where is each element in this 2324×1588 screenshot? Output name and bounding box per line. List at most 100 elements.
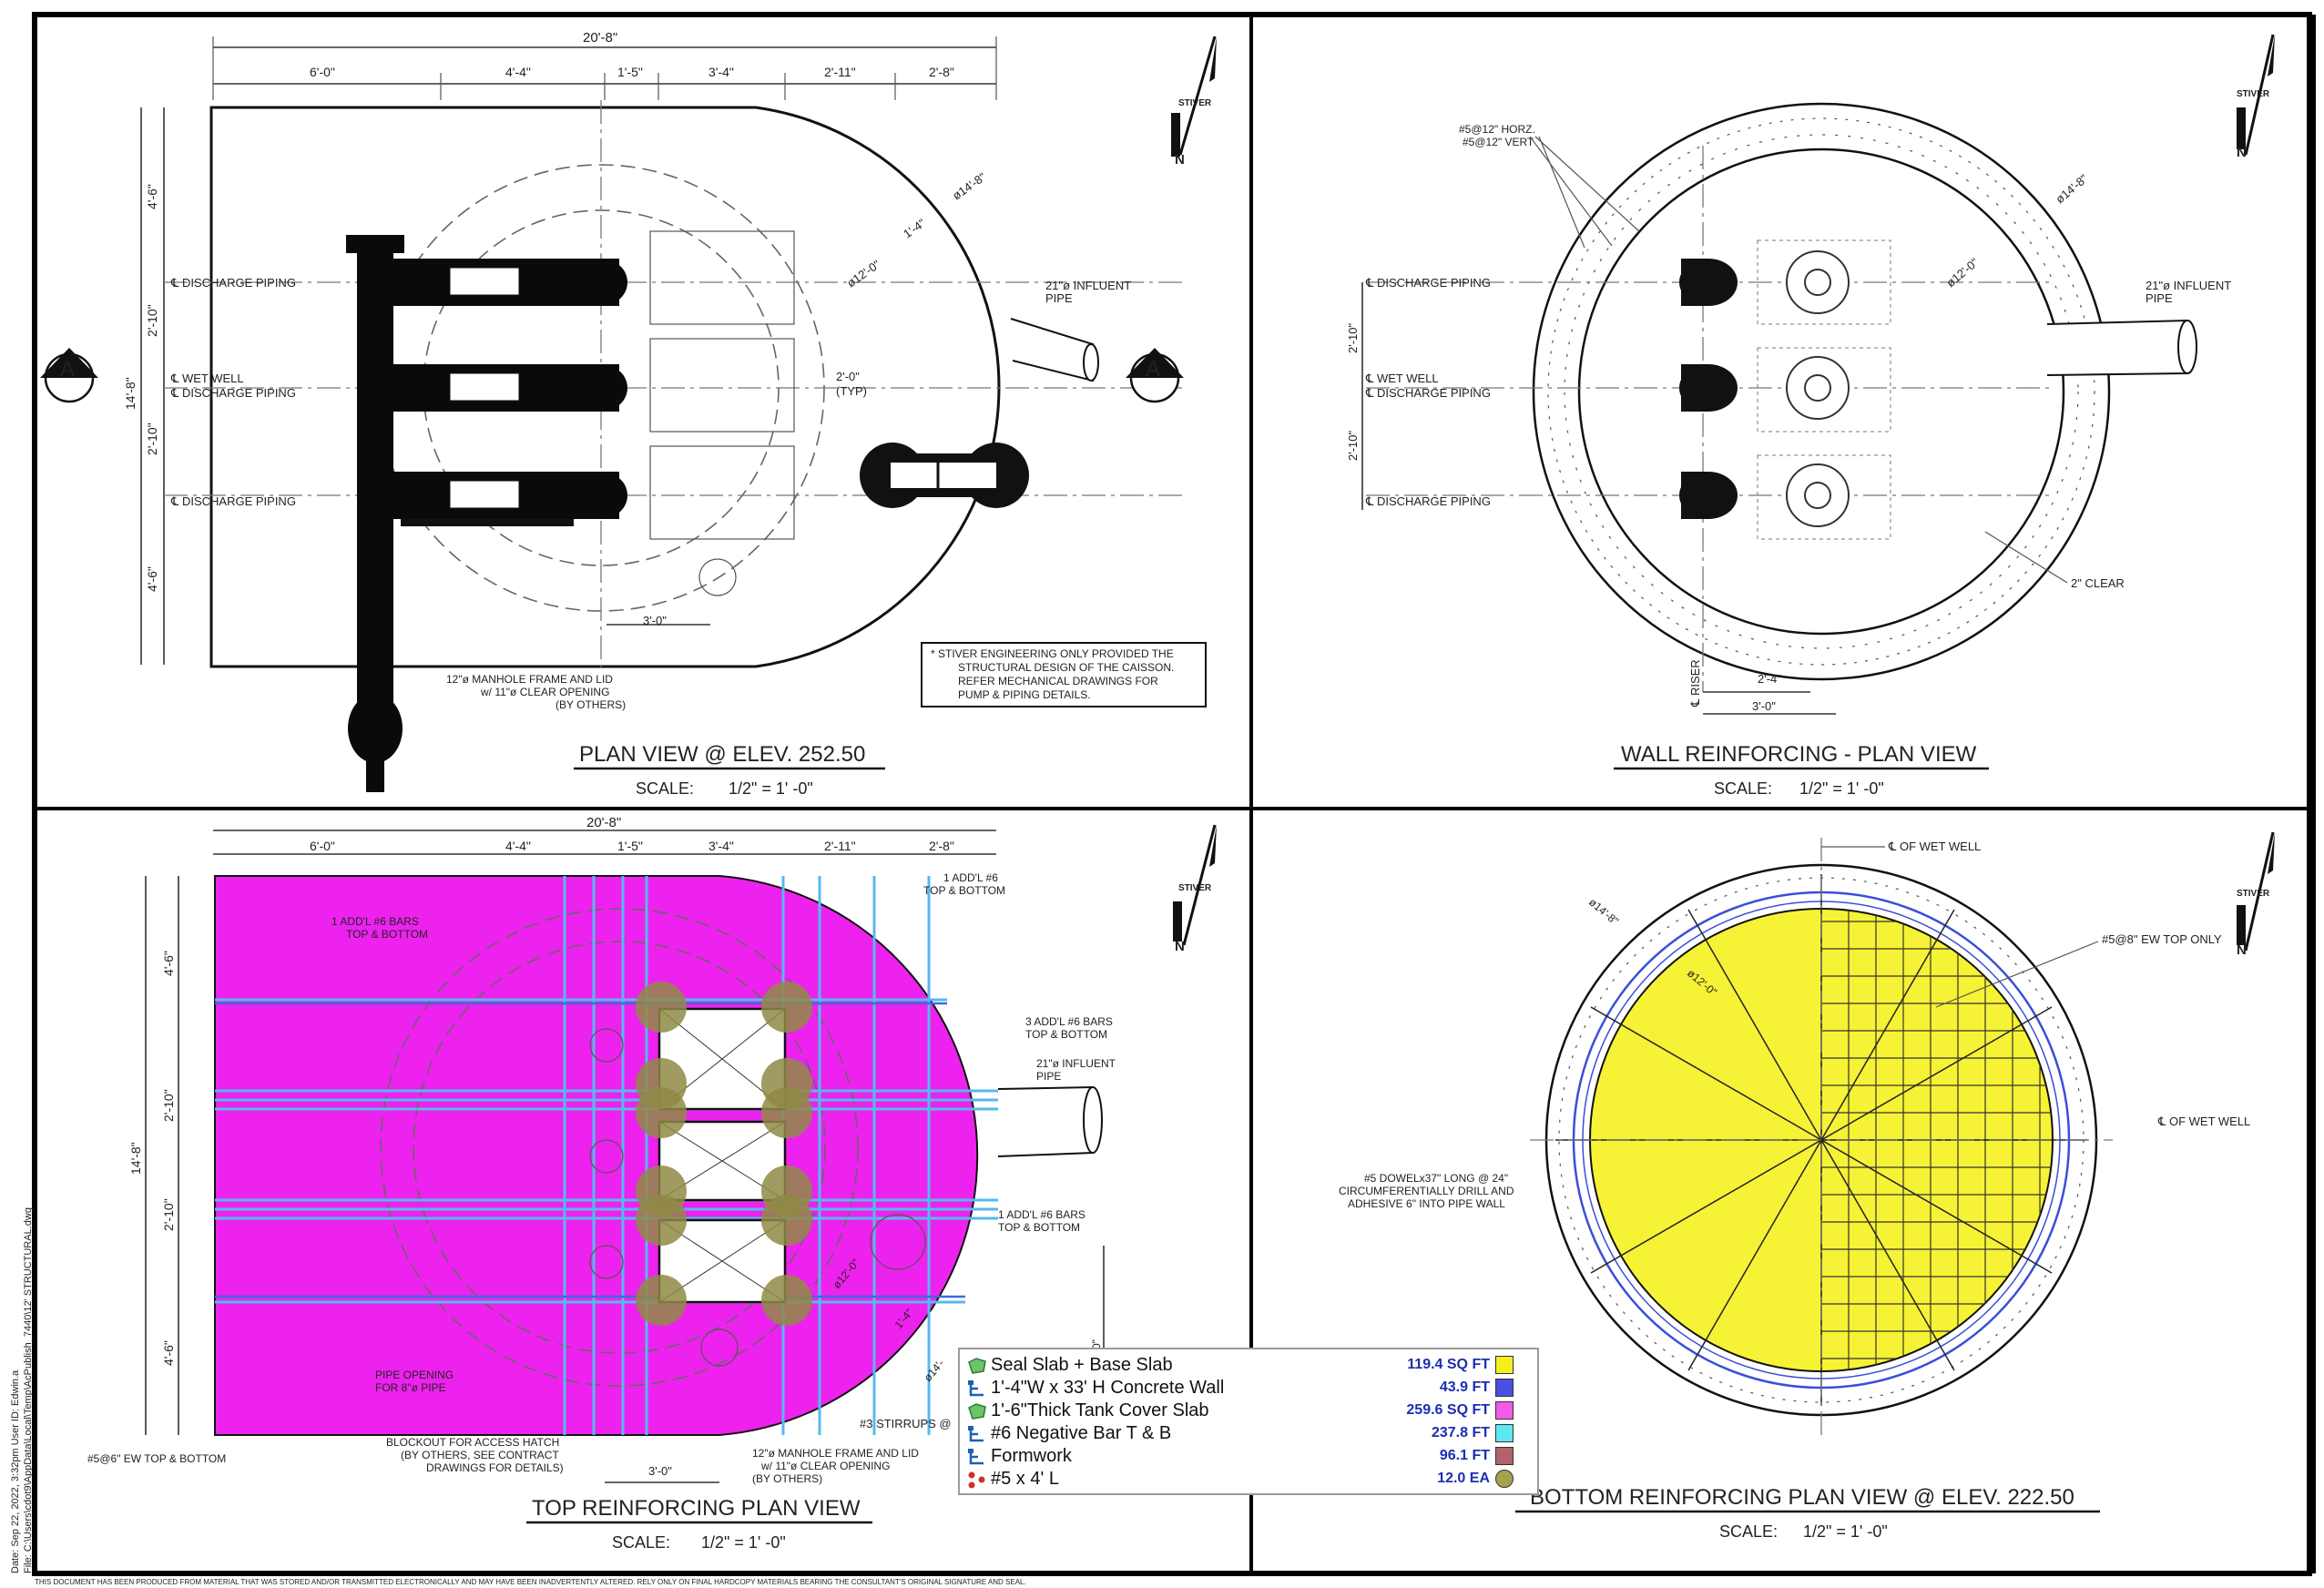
top-dim-5: 2'-11" (824, 65, 856, 79)
addl-3b: TOP & BOTTOM (1025, 1028, 1107, 1041)
bottom-reinforcing-panel: ℄ OF WET WELL ℄ OF WET WELL ø14'-8" ø12'… (1339, 831, 2275, 1541)
dowel-1: #5 DOWELx37" LONG @ 24" (1364, 1172, 1508, 1185)
legend-quantity: 12.0 EA (1437, 1471, 1490, 1486)
top-manhole-2: w/ 11"ø CLEAR OPENING (760, 1460, 890, 1472)
top-influent-2: PIPE (1036, 1070, 1061, 1083)
overall-dim: 20'-8" (583, 30, 617, 46)
legend-item-negative-bar[interactable]: #6 Negative Bar T & B 237.8 FT (960, 1423, 1537, 1446)
addl-4b: TOP & BOTTOM (998, 1221, 1080, 1234)
legend-label: 1'-6"Thick Tank Cover Slab (991, 1400, 1209, 1420)
bottom-title: BOTTOM REINFORCING PLAN VIEW @ ELEV. 222… (1530, 1485, 2074, 1510)
legend-item-5x4[interactable]: #5 x 4' L 12.0 EA (960, 1469, 1537, 1491)
legend-item-seal-slab[interactable]: Seal Slab + Base Slab 119.4 SQ FT (960, 1355, 1537, 1378)
pipe-opening-2: FOR 8"ø PIPE (375, 1381, 446, 1394)
north-letter-2: N (2237, 145, 2247, 160)
bottom-cl-top: ℄ OF WET WELL (1888, 840, 1981, 853)
bottom-ew-top: #5@8" EW TOP ONLY (2102, 932, 2222, 946)
north-brand-4: STIVER (2237, 889, 2270, 899)
legend-quantity: 119.4 SQ FT (1407, 1357, 1490, 1372)
north-letter-3: N (1175, 939, 1185, 954)
wall-wet-well: ℄ WET WELL (1365, 372, 1439, 385)
legend-item-concrete-wall[interactable]: 1'-4"W x 33' H Concrete Wall 43.9 FT (960, 1378, 1537, 1400)
manhole-2: w/ 11"ø CLEAR OPENING (480, 686, 609, 698)
area-icon (967, 1357, 987, 1375)
plan-view-title: PLAN VIEW @ ELEV. 252.50 (579, 742, 865, 767)
footer-date: Date: Sep 22, 2022, 3:32pm User ID: Edwi… (10, 1369, 21, 1573)
wall-scale-label: SCALE: (1714, 779, 1772, 798)
legend-swatch (1495, 1401, 1514, 1420)
legend-label: #5 x 4' L (991, 1469, 1059, 1489)
section-letter-right: A (1146, 357, 1160, 382)
note-box (921, 642, 1207, 707)
linear-icon (967, 1425, 987, 1443)
note-line-1: * STIVER ENGINEERING ONLY PROVIDED THE (931, 647, 1174, 660)
wall-influent-2: PIPE (2146, 291, 2173, 305)
bottom-cl-right: ℄ OF WET WELL (2157, 1115, 2250, 1128)
addl-1b: TOP & BOTTOM (346, 928, 428, 941)
section-letter-left: A (60, 357, 75, 382)
north-arrow-1: STIVER N (1171, 36, 1217, 168)
blockout-1: BLOCKOUT FOR ACCESS HATCH (386, 1436, 559, 1449)
wall-dim-a: 2'-10" (1346, 322, 1360, 353)
bottom-scale-label: SCALE: (1719, 1522, 1778, 1541)
legend-swatch (1495, 1447, 1514, 1465)
legend-swatch (1495, 1424, 1514, 1442)
legend-quantity: 259.6 SQ FT (1406, 1402, 1490, 1418)
count-icon (967, 1471, 987, 1489)
takeoff-legend[interactable]: Seal Slab + Base Slab 119.4 SQ FT 1'-4"W… (958, 1348, 1539, 1495)
typ-label: (TYP) (836, 384, 867, 398)
wall-riser: ℄ RISER (1688, 659, 1702, 707)
plan-view-scale-label: SCALE: (636, 779, 694, 798)
top-dim-e: 2'-11" (824, 839, 856, 853)
stirrups: #3 STIRRUPS @ (860, 1417, 952, 1430)
left-dim-1: 4'-6" (145, 184, 159, 209)
top-dim-b: 4'-4" (505, 839, 531, 853)
wall-dim-b: 2'-10" (1346, 430, 1360, 461)
top-overall-dim: 20'-8" (586, 815, 621, 830)
wall-influent-1: 21"ø INFLUENT (2146, 279, 2231, 292)
legend-item-cover-slab[interactable]: 1'-6"Thick Tank Cover Slab 259.6 SQ FT (960, 1400, 1537, 1423)
typ-dim: 2'-0" (836, 370, 860, 383)
count-markers (636, 982, 812, 1326)
dim-3ft: 3'-0" (643, 614, 667, 627)
top-influent-1: 21"ø INFLUENT (1036, 1057, 1116, 1070)
plan-view-scale-value: 1/2" = 1' -0" (729, 779, 813, 798)
legend-item-formwork[interactable]: Formwork 96.1 FT (960, 1446, 1537, 1469)
top-dim-3: 1'-5" (617, 65, 643, 79)
cover-slab-area (214, 875, 979, 1436)
left-dim-2: 2'-10" (145, 304, 159, 337)
manhole-3: (BY OTHERS) (556, 698, 626, 711)
legend-label: #6 Negative Bar T & B (991, 1423, 1172, 1443)
top-left-4: 4'-6" (161, 1340, 176, 1366)
wall-dim-24: 2'-4" (1758, 672, 1781, 686)
legend-swatch (1495, 1379, 1514, 1397)
top-ew: #5@6" EW TOP & BOTTOM (87, 1452, 226, 1465)
north-brand-2: STIVER (2237, 89, 2270, 99)
wall-scale-value: 1/2" = 1' -0" (1799, 779, 1884, 798)
north-letter-4: N (2237, 942, 2247, 958)
top-title: TOP REINFORCING PLAN VIEW (532, 1496, 861, 1521)
north-letter-1: N (1175, 152, 1185, 168)
footer-disclaimer: THIS DOCUMENT HAS BEEN PRODUCED FROM MAT… (35, 1578, 1026, 1586)
top-dim-6: 2'-8" (929, 65, 954, 79)
blockout-3: DRAWINGS FOR DETAILS) (426, 1461, 564, 1474)
top-dim-4: 3'-4" (708, 65, 734, 79)
wall-discharge-2: ℄ DISCHARGE PIPING (1365, 386, 1491, 400)
wall-horz: #5@12" HORZ. (1459, 123, 1535, 136)
dowel-radials (1555, 874, 2087, 1406)
top-left-1: 4'-6" (161, 951, 176, 976)
linear-icon (967, 1379, 987, 1398)
pipe-opening-1: PIPE OPENING (375, 1369, 454, 1381)
wall-clear: 2" CLEAR (2071, 576, 2125, 590)
left-dim-4: 4'-6" (145, 566, 159, 592)
dowel-2: CIRCUMFERENTIALLY DRILL AND (1339, 1185, 1514, 1197)
footer-file: File: C:\Users\cdot9\AppData\Local\Temp\… (23, 1207, 34, 1573)
discharge-piping (346, 235, 627, 792)
linear-icon (967, 1448, 987, 1466)
wall-title: WALL REINFORCING - PLAN VIEW (1621, 742, 1977, 767)
top-dia-14: ø14'- (922, 1357, 947, 1384)
bottom-scale-value: 1/2" = 1' -0" (1803, 1522, 1888, 1541)
top-dim-d: 3'-4" (708, 839, 734, 853)
north-brand-1: STIVER (1178, 98, 1212, 108)
wall-dim-30: 3'-0" (1752, 699, 1776, 713)
